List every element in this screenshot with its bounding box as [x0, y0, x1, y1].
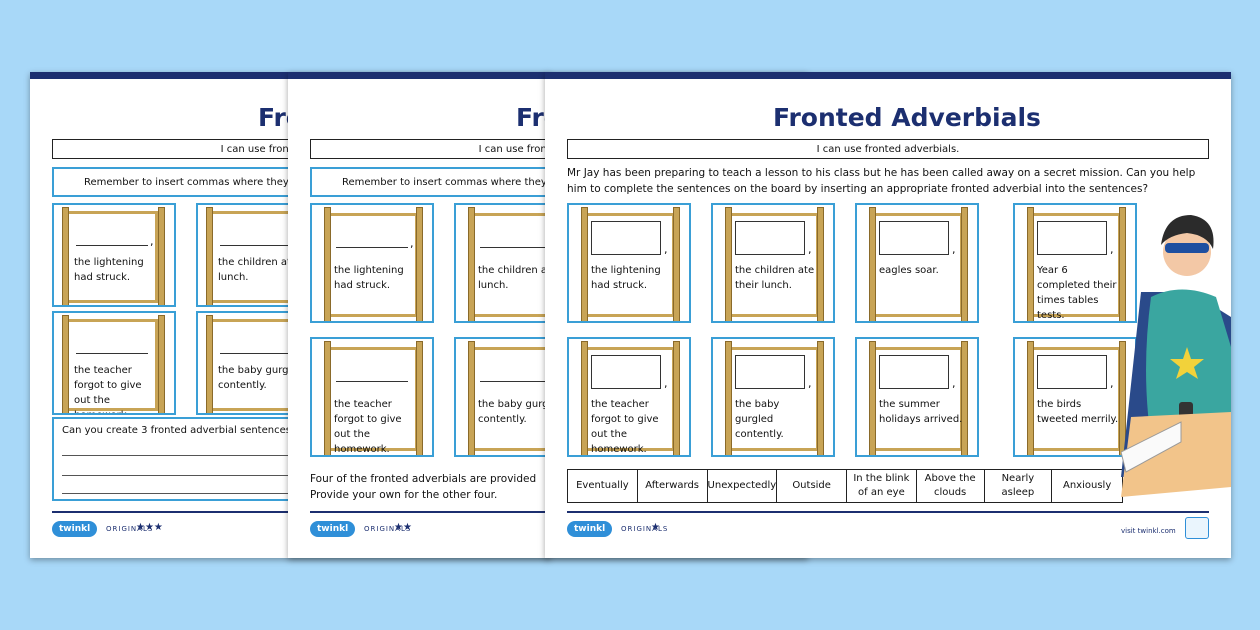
word-bank-item[interactable]: In the blink of an eye	[847, 470, 917, 502]
answer-box[interactable]	[735, 221, 805, 255]
sentence-text: the lightening had struck.	[334, 265, 404, 291]
answer-line[interactable]	[220, 245, 292, 246]
word-bank-item[interactable]: Nearly asleep	[985, 470, 1053, 502]
sentence-text: the lightening had struck.	[74, 257, 144, 283]
sentence-card: the teacher forgot to give out the homew…	[52, 311, 176, 415]
sentence-text: the birds tweeted merrily.	[1037, 399, 1119, 425]
sentence-text: the children at their lunch.	[218, 257, 318, 283]
instruction-text: Four of the fronted adverbials are provi…	[310, 473, 537, 501]
sentence-card: , the lightening had struck.	[310, 203, 434, 323]
answer-box[interactable]	[591, 221, 661, 255]
sentence-card: , eagles soar.	[855, 203, 979, 323]
worksheet-one-star: Fronted Adverbials I can use fronted adv…	[545, 72, 1231, 558]
answer-line[interactable]	[336, 247, 408, 248]
originals-label: ORIGINALS	[106, 525, 154, 533]
originals-label: ORIGINALS	[621, 525, 669, 533]
sentence-text: the children ate their lunch.	[735, 265, 815, 291]
answer-box[interactable]	[591, 355, 661, 389]
sentence-card: , the baby gurgled contently.	[711, 337, 835, 457]
create-prompt: Can you create 3 fronted adverbial sente…	[62, 425, 330, 436]
sentence-text: the teacher forgot to give out the homew…	[334, 399, 402, 455]
sentence-text: the teacher forgot to give out the homew…	[591, 399, 659, 455]
sentence-text: Year 6 completed their times tables test…	[1037, 265, 1117, 321]
worksheet-title: Fronted Adverbials	[773, 103, 1041, 132]
visit-link[interactable]: visit twinkl.com	[1121, 527, 1176, 535]
sentence-card: the teacher forgot to give out the homew…	[310, 337, 434, 457]
answer-line[interactable]	[76, 245, 148, 246]
answer-line[interactable]	[336, 381, 408, 382]
answer-box[interactable]	[879, 221, 949, 255]
difficulty-stars: ★	[651, 522, 660, 533]
twinkl-logo: twinkl	[567, 521, 613, 537]
sentence-card: , the children ate their lunch.	[711, 203, 835, 323]
answer-box[interactable]	[735, 355, 805, 389]
twinkl-logo: twinkl	[52, 521, 98, 537]
answer-box[interactable]	[879, 355, 949, 389]
twinkl-logo: twinkl	[310, 521, 356, 537]
sentence-text: the teacher forgot to give out the homew…	[74, 365, 142, 413]
word-bank-item[interactable]: Eventually	[568, 470, 638, 502]
sentence-text: the lightening had struck.	[591, 265, 661, 291]
word-bank-item[interactable]: Unexpectedly	[708, 470, 778, 502]
superhero-teacher-illustration	[1121, 215, 1231, 497]
sentence-text: the baby gurgl contently.	[218, 365, 292, 391]
word-bank-item[interactable]: Outside	[777, 470, 847, 502]
answer-box[interactable]	[1037, 355, 1107, 389]
mission-intro: Mr Jay has been preparing to teach a les…	[567, 167, 1196, 195]
sentence-text: the children at their lunch.	[478, 265, 578, 291]
sentence-card: , the teacher forgot to give out the hom…	[567, 337, 691, 457]
word-bank: Eventually Afterwards Unexpectedly Outsi…	[567, 469, 1123, 503]
sentence-text: the baby gurgl contently.	[478, 399, 552, 425]
learning-objective: I can use fronted adverbials.	[567, 139, 1209, 159]
answer-line[interactable]	[480, 381, 552, 382]
word-bank-item[interactable]: Anxiously	[1063, 480, 1112, 491]
sentence-card: , the lightening had struck.	[567, 203, 691, 323]
quality-badge-icon	[1185, 517, 1209, 539]
answer-line[interactable]	[480, 247, 552, 248]
difficulty-stars: ★★★	[136, 522, 163, 533]
originals-label: ORIGINALS	[364, 525, 412, 533]
sentence-text: the baby gurgled contently.	[735, 399, 784, 440]
answer-line[interactable]	[220, 353, 292, 354]
answer-line[interactable]	[76, 353, 148, 354]
word-bank-item[interactable]: Afterwards	[638, 470, 708, 502]
sentence-text: eagles soar.	[879, 265, 939, 276]
difficulty-stars: ★★	[394, 522, 412, 533]
sentence-card: , the birds tweeted merrily.	[1013, 337, 1137, 457]
sentence-card: , the lightening had struck.	[52, 203, 176, 307]
sentence-text: the summer holidays arrived.	[879, 399, 963, 425]
sentence-card: , Year 6 completed their times tables te…	[1013, 203, 1137, 323]
sentence-card: , the summer holidays arrived.	[855, 337, 979, 457]
answer-box[interactable]	[1037, 221, 1107, 255]
word-bank-item[interactable]: Above the clouds	[917, 470, 985, 502]
